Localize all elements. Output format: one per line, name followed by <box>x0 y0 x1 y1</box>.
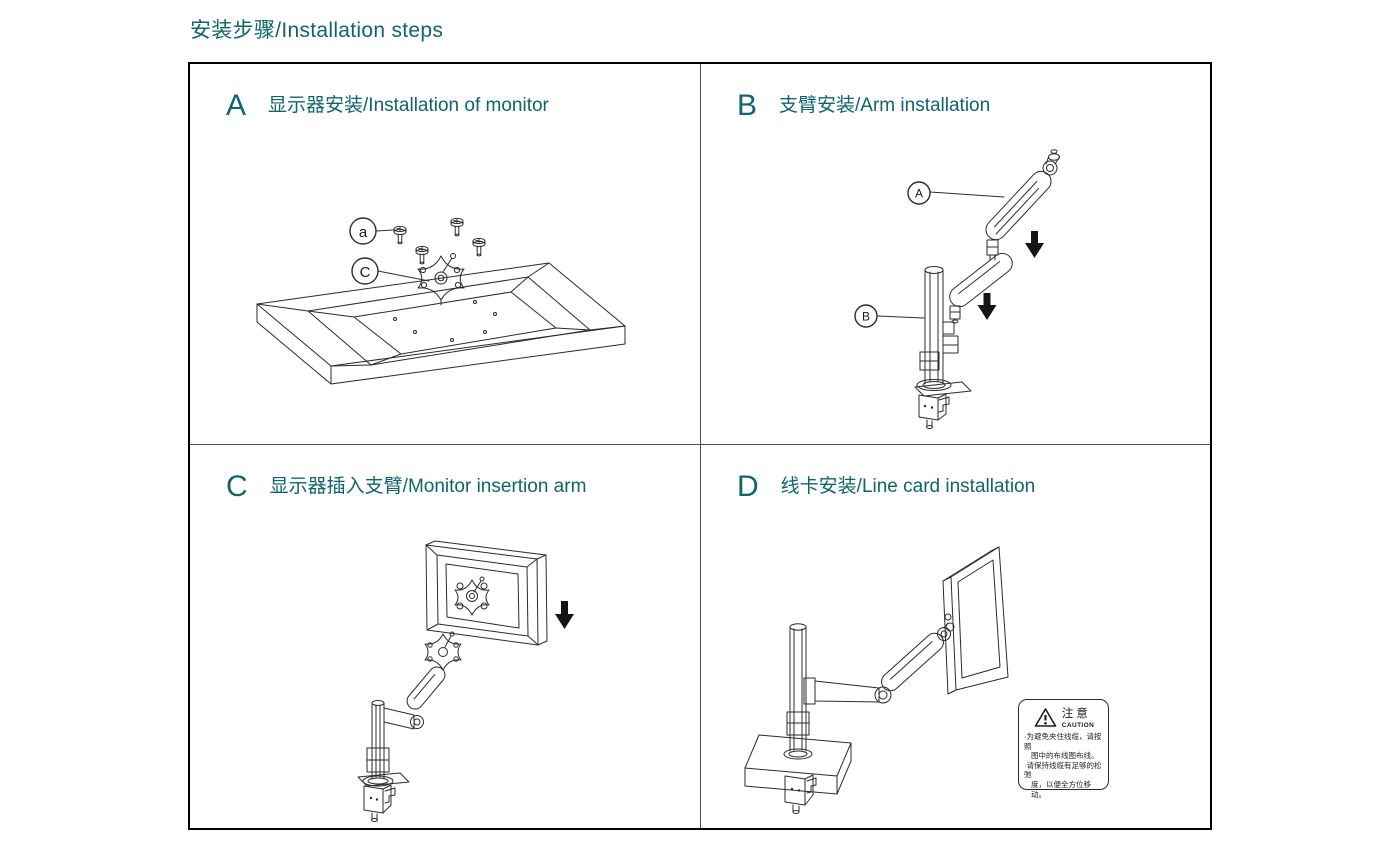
vesa-bracket <box>417 253 465 306</box>
caution-line: ·为避免夹住线缆，请按照 <box>1024 732 1102 751</box>
caution-line: 图中的布线图布线。 <box>1031 751 1099 761</box>
caution-title-zh: 注意 <box>1061 708 1091 720</box>
arm-lower-connector <box>986 239 999 261</box>
caution-titles: 注意 CAUTION <box>1062 705 1094 729</box>
balloon-c-label: C <box>360 264 371 281</box>
panel-a-drawing: a C <box>256 217 626 385</box>
caution-line: ·请保持线缆有足够的松弛 <box>1024 760 1102 780</box>
down-arrow-icon <box>555 601 574 629</box>
panel-b-header: B 支臂安装/Arm installation <box>737 88 990 124</box>
vesa-plate-on-monitor <box>454 576 490 616</box>
panel-b-letter: B <box>737 89 758 122</box>
panel-c-title: 显示器插入支臂/Monitor insertion arm <box>269 476 587 497</box>
desk <box>744 734 852 795</box>
panel-c: C 显示器插入支臂/Monitor insertion arm <box>190 445 701 828</box>
panel-b-drawing: A B <box>854 149 1060 429</box>
balloon-c: C <box>351 257 430 285</box>
panel-d-drawing <box>744 546 1009 814</box>
arm-assembly <box>357 631 462 822</box>
caution-title-en: CAUTION <box>1061 722 1095 729</box>
panel-a-header: A 显示器安装/Installation of monitor <box>226 88 549 124</box>
caution-text: ·为避免夹住线缆，请按照 图中的布线图布线。 ·请保持线缆有足够的松弛 度，以便… <box>1024 732 1104 799</box>
balloon-a-label: a <box>359 224 368 241</box>
balloon-a: a <box>349 217 394 245</box>
panel-d-title: 线卡安装/Line card installation <box>780 476 1036 497</box>
balloon-arm-label: A <box>915 187 923 201</box>
panel-d: D 线卡安装/Line card installation <box>701 445 1210 828</box>
pole-and-clamp <box>914 266 972 429</box>
arm-extended <box>803 622 951 705</box>
panel-c-letter: C <box>226 470 248 503</box>
panel-a-title: 显示器安装/Installation of monitor <box>268 95 549 116</box>
monitor-back-isometric <box>256 262 626 385</box>
panel-d-header: D 线卡安装/Line card installation <box>737 469 1035 505</box>
desk-clamp <box>784 774 817 814</box>
balloon-pole-label: B <box>862 310 870 324</box>
arm-forearm-segment <box>949 252 1013 324</box>
panel-b: B 支臂安装/Arm installation <box>701 64 1210 445</box>
caution-line: 度，以便全方位移动。 <box>1031 779 1091 799</box>
panel-d-letter: D <box>737 470 759 503</box>
page-title: 安装步骤/Installation steps <box>190 19 444 42</box>
down-arrow-icon-2 <box>977 293 997 320</box>
arm-head-joint <box>1042 149 1060 176</box>
panel-c-header: C 显示器插入支臂/Monitor insertion arm <box>226 469 586 505</box>
panel-c-drawing <box>357 540 574 822</box>
pole-on-desk <box>783 623 813 760</box>
balloon-arm: A <box>907 181 1005 205</box>
balloon-pole: B <box>854 304 925 328</box>
steps-grid: A 显示器安装/Installation of monitor <box>188 62 1212 830</box>
monitor-mounted <box>942 546 1009 695</box>
arm-upper-segment <box>985 149 1060 261</box>
panel-a-letter: A <box>226 89 247 122</box>
down-arrow-icon <box>1025 231 1044 258</box>
warning-triangle-icon <box>1034 707 1057 727</box>
panel-b-title: 支臂安装/Arm installation <box>779 95 991 116</box>
caution-header: 注意 CAUTION <box>1024 705 1104 729</box>
panel-a: A 显示器安装/Installation of monitor <box>190 64 701 445</box>
caution-box: 注意 CAUTION ·为避免夹住线缆，请按照 图中的布线图布线。 ·请保持线缆… <box>1018 699 1109 799</box>
thumbscrews <box>393 217 486 265</box>
monitor-back-view <box>425 540 548 646</box>
